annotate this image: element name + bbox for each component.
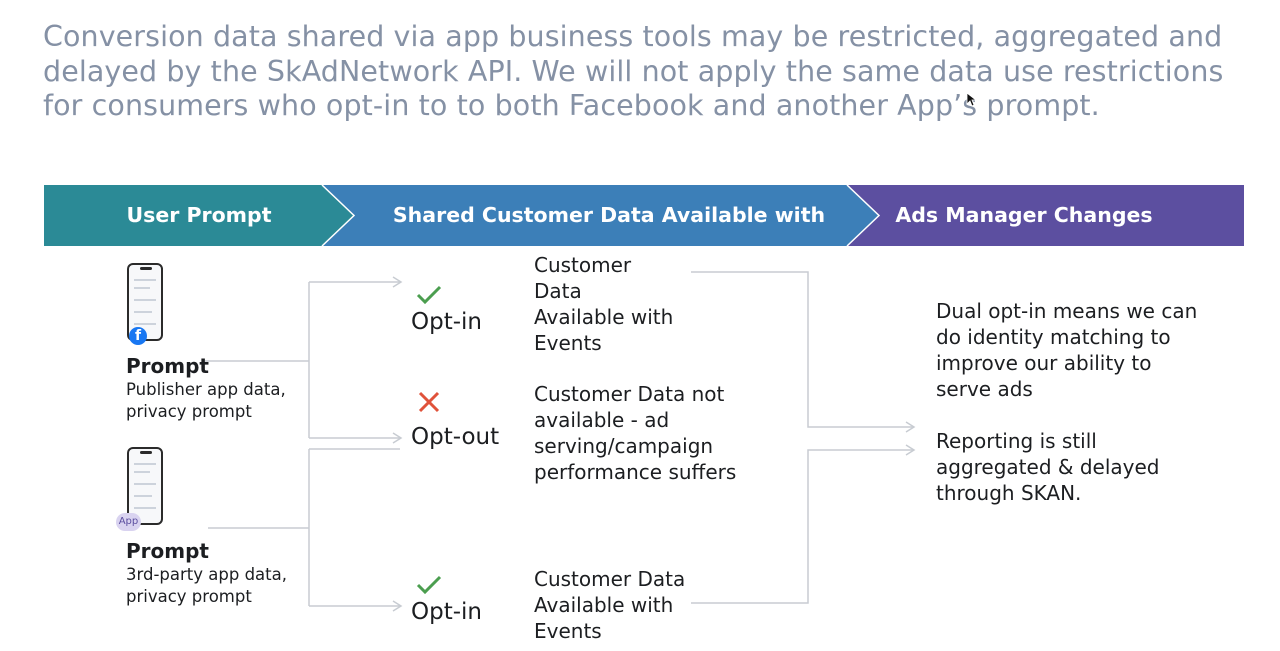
result-line: serve ads <box>936 377 1033 401</box>
outcome-label: Opt-out <box>411 424 500 450</box>
outcome-description-line: Events <box>534 331 602 355</box>
outcome-description-line: Available with <box>534 593 674 617</box>
outcome-description-line: Available with <box>534 305 674 329</box>
phone-illustration <box>127 447 163 525</box>
result-line: aggregated & delayed <box>936 455 1160 479</box>
stage-label-user-prompt: User Prompt <box>126 203 272 227</box>
outcome-description-line: Customer Data <box>534 567 686 591</box>
stage-banner: User Prompt Shared Customer Data Availab… <box>44 185 1244 288</box>
result-line: improve our ability to <box>936 351 1152 375</box>
prompt-description-line: privacy prompt <box>126 402 252 421</box>
stage-ads-manager-shape <box>847 185 1244 246</box>
outcome-description-line: available - ad <box>534 408 670 432</box>
outcome-description-line: Events <box>534 619 602 643</box>
prompt-description-line: privacy prompt <box>126 587 252 606</box>
stage-banner-shapes <box>44 185 1244 246</box>
outcome-description-line: Data <box>534 279 582 303</box>
app-badge-icon: App <box>116 513 141 531</box>
result-line: through SKAN. <box>936 481 1082 505</box>
result-line: do identity matching to <box>936 325 1171 349</box>
stage-shared-data-shape <box>322 185 879 246</box>
prompt-description-line: 3rd-party app data, <box>126 565 287 584</box>
mouse-cursor-icon <box>966 92 978 107</box>
outcome-description-line: Customer Data not <box>534 382 725 406</box>
outcome-description-line: performance suffers <box>534 460 737 484</box>
intro-text: Conversion data shared via app business … <box>43 20 1224 122</box>
stage-label-ads-manager: Ads Manager Changes <box>895 203 1153 227</box>
result-line: Reporting is still <box>936 429 1097 453</box>
result-line: Dual opt-in means we can <box>936 299 1198 323</box>
stage-user-prompt-shape <box>44 185 354 246</box>
prompt-title: Prompt <box>126 354 209 378</box>
check-icon <box>416 285 442 305</box>
check-icon <box>416 575 442 595</box>
outcome-label: Opt-in <box>411 309 482 335</box>
cross-icon <box>418 391 440 413</box>
outcome-label: Opt-in <box>411 599 482 625</box>
stage-label-shared-data: Shared Customer Data Available with Even… <box>392 203 826 288</box>
prompt-title: Prompt <box>126 539 209 563</box>
prompt-description-line: Publisher app data, <box>126 380 286 399</box>
facebook-icon: f <box>129 327 147 345</box>
outcome-description-line: Customer <box>534 253 632 277</box>
outcome-description-line: serving/campaign <box>534 434 714 458</box>
